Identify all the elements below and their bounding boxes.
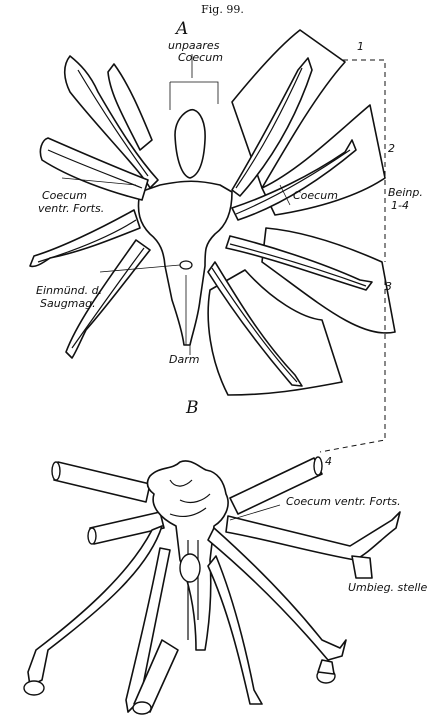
label-leg-pairs-2: 1-4	[391, 200, 409, 212]
unpaired-caecum	[175, 110, 205, 178]
label-leg-pairs-1: Beinp.	[388, 187, 423, 199]
leg-number-1: 1	[357, 41, 364, 53]
panel-b-letter: B	[186, 402, 199, 414]
rod-mid-right	[226, 512, 400, 560]
label-caecum-vent-ext-a-1: Coecum	[42, 190, 87, 202]
label-unpaired-caecum-2: Coecum	[178, 52, 223, 64]
stomach-entry	[180, 261, 192, 269]
panel-a-drawing	[30, 30, 395, 452]
label-caecum-vent-ext-b: Coecum ventr. Forts.	[286, 496, 401, 508]
panel-a-letter: A	[176, 23, 188, 35]
leg-number-3: 3	[385, 281, 392, 293]
label-bend-point: Umbieg. stelle	[348, 582, 427, 594]
figure-title: Fig. 99.	[0, 3, 445, 16]
label-gut: Darm	[169, 354, 199, 366]
rod-upper-left	[54, 462, 150, 502]
label-entry-stomach-2: Saugmag.	[40, 298, 96, 310]
label-entry-stomach-1: Einmünd. d.	[36, 285, 102, 297]
leg-number-2: 2	[388, 143, 395, 155]
label-caecum-vent-ext-a-2: ventr. Forts.	[38, 203, 104, 215]
label-caecum: Coecum	[293, 190, 338, 202]
leg-number-4: 4	[325, 456, 332, 468]
